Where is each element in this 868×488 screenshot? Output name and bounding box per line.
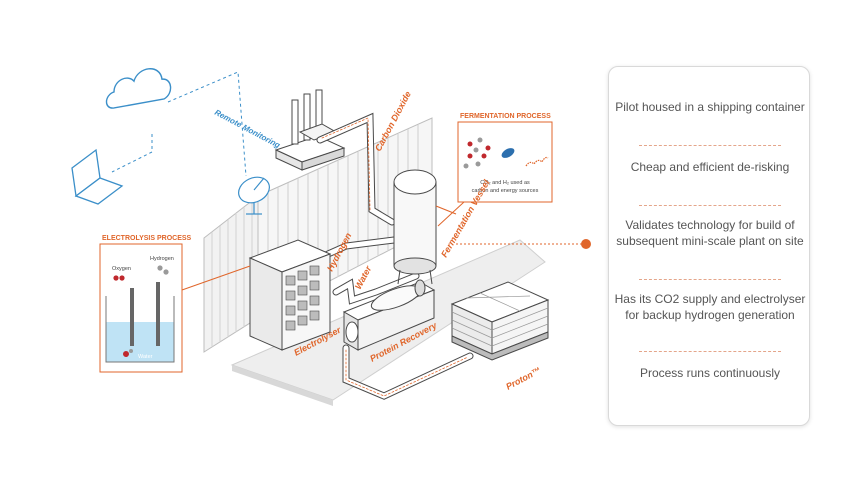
panel-item-2: Cheap and efficient de-risking bbox=[630, 160, 790, 174]
water-tank bbox=[106, 322, 174, 362]
fermentation-caption-2: carbon and energy sources bbox=[472, 188, 539, 194]
hydrogen-label: Hydrogen bbox=[150, 256, 174, 262]
fermentation-title: FERMENTATION PROCESS bbox=[460, 113, 551, 120]
molecule-icon bbox=[463, 137, 491, 169]
oxygen-label: Oxygen bbox=[112, 266, 131, 272]
proton-label: Proton™ bbox=[504, 365, 542, 392]
cloud-icon bbox=[105, 68, 172, 109]
laptop-icon bbox=[71, 148, 124, 205]
electrolysis-title: ELECTROLYSIS PROCESS bbox=[102, 235, 192, 242]
electrolysis-leader bbox=[181, 265, 251, 291]
panel-item-3: Validates technology for build of subseq… bbox=[616, 218, 804, 248]
electrode-right bbox=[156, 282, 160, 346]
fermentation-process-box: FERMENTATION PROCESS CO₂ and H₂ used as … bbox=[457, 113, 553, 203]
electrolyser-cabinet bbox=[248, 239, 332, 351]
panel-divider bbox=[639, 279, 781, 280]
fermentation-vessel bbox=[393, 169, 457, 285]
panel-divider bbox=[639, 351, 781, 352]
factory-icon bbox=[274, 89, 346, 171]
water-pipe-label: Water bbox=[353, 264, 374, 291]
fermentation-leader bbox=[437, 201, 465, 227]
panel-divider bbox=[639, 205, 781, 206]
panel-connector bbox=[456, 239, 591, 249]
bacterium-icon bbox=[501, 148, 515, 158]
container-door bbox=[203, 194, 259, 353]
water-label: Water bbox=[138, 354, 153, 360]
protein-recovery-machine bbox=[342, 279, 436, 351]
floor-edge bbox=[232, 365, 333, 406]
protein-chain-icon bbox=[525, 156, 549, 167]
electrode-left bbox=[130, 288, 134, 346]
panel-divider bbox=[639, 145, 781, 146]
fermentation-caption-1: CO₂ and H₂ used as bbox=[480, 180, 530, 186]
panel-item-1: Pilot housed in a shipping container bbox=[615, 100, 805, 114]
satellite-dish-icon bbox=[238, 176, 270, 215]
remote-monitoring-links bbox=[111, 71, 247, 177]
electrolysis-process-box: ELECTROLYSIS PROCESS Oxygen Hydrogen Wat… bbox=[99, 235, 192, 373]
proton-pallet bbox=[450, 281, 550, 361]
panel-item-5: Process runs continuously bbox=[639, 366, 781, 380]
panel-item-4: Has its CO2 supply and electrolyser for … bbox=[614, 292, 806, 322]
remote-label: Remote Monitoring bbox=[213, 108, 282, 150]
benefits-panel: Pilot housed in a shipping container Che… bbox=[608, 66, 810, 426]
